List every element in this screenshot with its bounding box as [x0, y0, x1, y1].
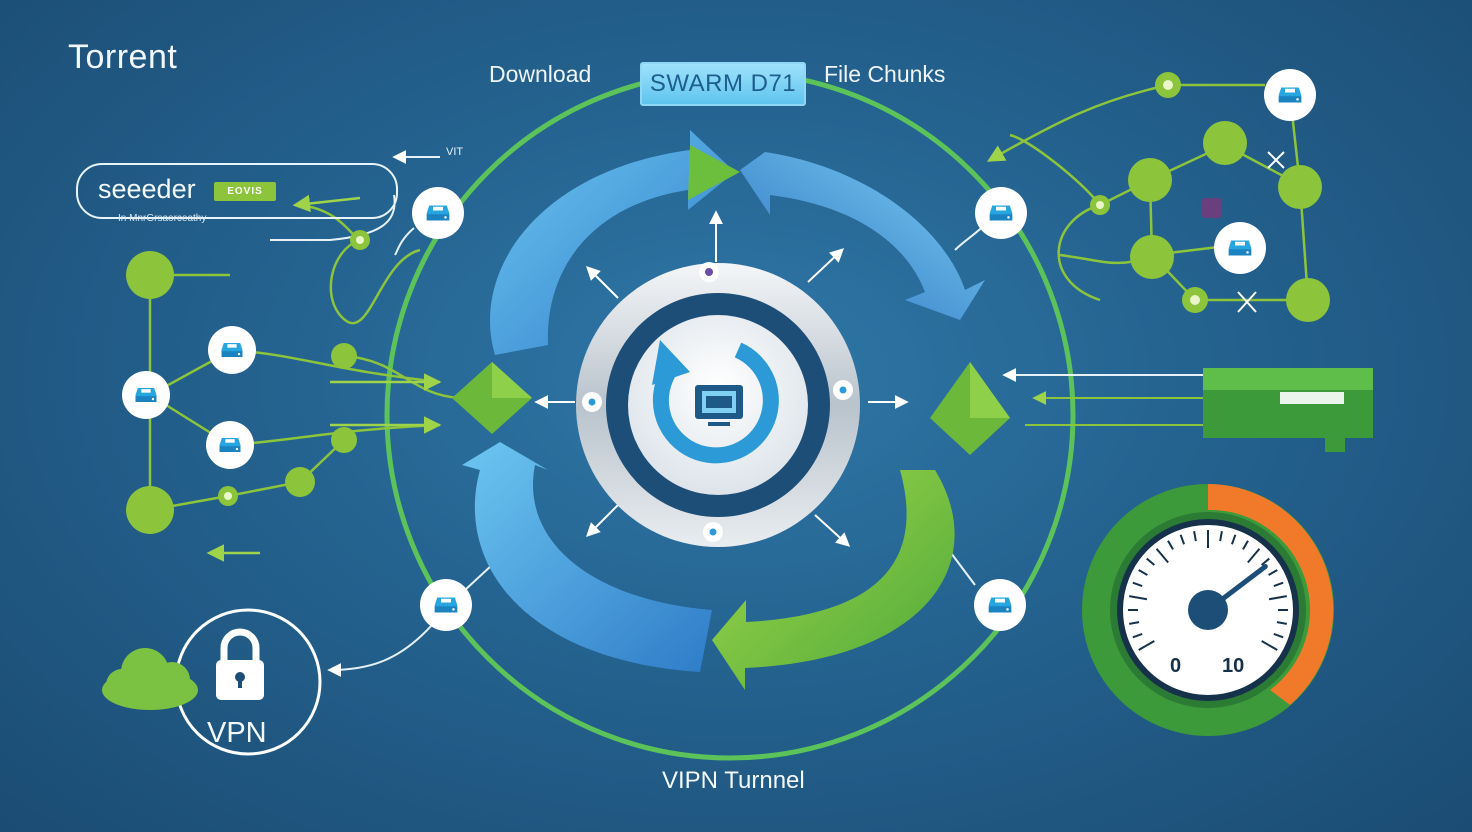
gauge-tick	[1138, 569, 1148, 576]
chunk-flow-arrows	[462, 130, 985, 690]
arrow-top-left	[490, 130, 735, 355]
left-nodes	[126, 251, 357, 534]
peer-hard-drive-icon	[420, 579, 472, 631]
arrow-bottom-left	[462, 442, 712, 672]
peer-node	[1130, 235, 1174, 279]
peer-node	[1278, 165, 1322, 209]
speedometer-icon	[1082, 484, 1334, 736]
peer-node	[126, 486, 174, 534]
gauge-min-label: 0	[1170, 655, 1182, 677]
gauge-tick	[1219, 531, 1223, 542]
gauge-tick	[1129, 595, 1148, 601]
peer-hard-drive-icon	[206, 421, 254, 469]
swarm-badge: SWARM D71	[640, 62, 806, 106]
lock-icon	[216, 628, 264, 700]
seeder-callout	[76, 163, 398, 219]
arrow-bottom-right	[712, 470, 955, 690]
seeder-badge: EOVIS	[214, 182, 276, 201]
gauge-tick	[1242, 540, 1249, 550]
right-nodes	[1090, 69, 1330, 322]
gauge-tick	[1129, 621, 1140, 625]
peer-hard-drive-icon	[1214, 222, 1266, 274]
gauge-tick	[1231, 534, 1237, 545]
seeder-label: seeeder	[98, 174, 196, 204]
data-pipe	[1002, 368, 1373, 452]
left-network-links	[148, 203, 461, 512]
gauge-tick	[1193, 531, 1197, 542]
gauge-tick	[1167, 540, 1174, 550]
gauge-tick	[1260, 557, 1270, 566]
peer-node	[1203, 121, 1247, 165]
vpn-group	[102, 608, 322, 756]
gauge-tick	[1273, 633, 1284, 639]
arrow-label: VIT	[446, 146, 464, 158]
peer-hard-drive-icon	[975, 187, 1027, 239]
file-chunks-label: File Chunks	[824, 61, 946, 87]
vpn-tunnel-label: VIPN Turnnel	[662, 767, 805, 794]
center-hub	[576, 262, 860, 547]
arrow-top-right	[740, 152, 985, 320]
peer-hard-drive-icon	[412, 187, 464, 239]
ring-peer-nodes	[412, 187, 1027, 631]
small-chunk-nodes	[218, 230, 370, 506]
peer-node	[331, 427, 357, 453]
gauge-tick	[1132, 581, 1143, 587]
seeder-sub-label: In MnrGrsaorceathy	[118, 213, 207, 224]
gauge-tick	[1273, 581, 1284, 587]
peer-hard-drive-icon	[974, 579, 1026, 631]
gauge-tick	[1155, 548, 1169, 564]
sync-icon	[652, 340, 779, 464]
gauge-tick	[1268, 569, 1278, 576]
gauge-tick	[1179, 534, 1185, 545]
gauge-hub	[1188, 590, 1228, 630]
radial-arrows	[534, 210, 909, 547]
gauge-tick	[1138, 640, 1155, 651]
peer-node	[331, 343, 357, 369]
peer-hard-drive-icon	[122, 371, 170, 419]
cloud-icon	[102, 648, 198, 710]
blocked-peer-icon	[1202, 198, 1222, 218]
download-label: Download	[489, 61, 592, 87]
peer-node	[126, 251, 174, 299]
peer-node	[1128, 158, 1172, 202]
left-peer-nodes	[122, 326, 256, 469]
gauge-tick	[1276, 621, 1287, 625]
peer-hard-drive-icon	[208, 326, 256, 374]
peer-node	[1286, 278, 1330, 322]
gauge-tick	[1146, 557, 1156, 566]
gauge-tick	[1247, 548, 1261, 564]
gauge-tick	[1268, 595, 1287, 601]
vpn-label: VPN	[207, 717, 267, 749]
tool-icon	[1237, 151, 1285, 313]
peer-node	[285, 467, 315, 497]
page-title: Torrent	[68, 38, 178, 76]
gauge-tick	[1261, 640, 1278, 651]
gauge-tick	[1132, 633, 1143, 639]
peer-hard-drive-icon	[1264, 69, 1316, 121]
gauge-max-label: 10	[1222, 655, 1245, 677]
